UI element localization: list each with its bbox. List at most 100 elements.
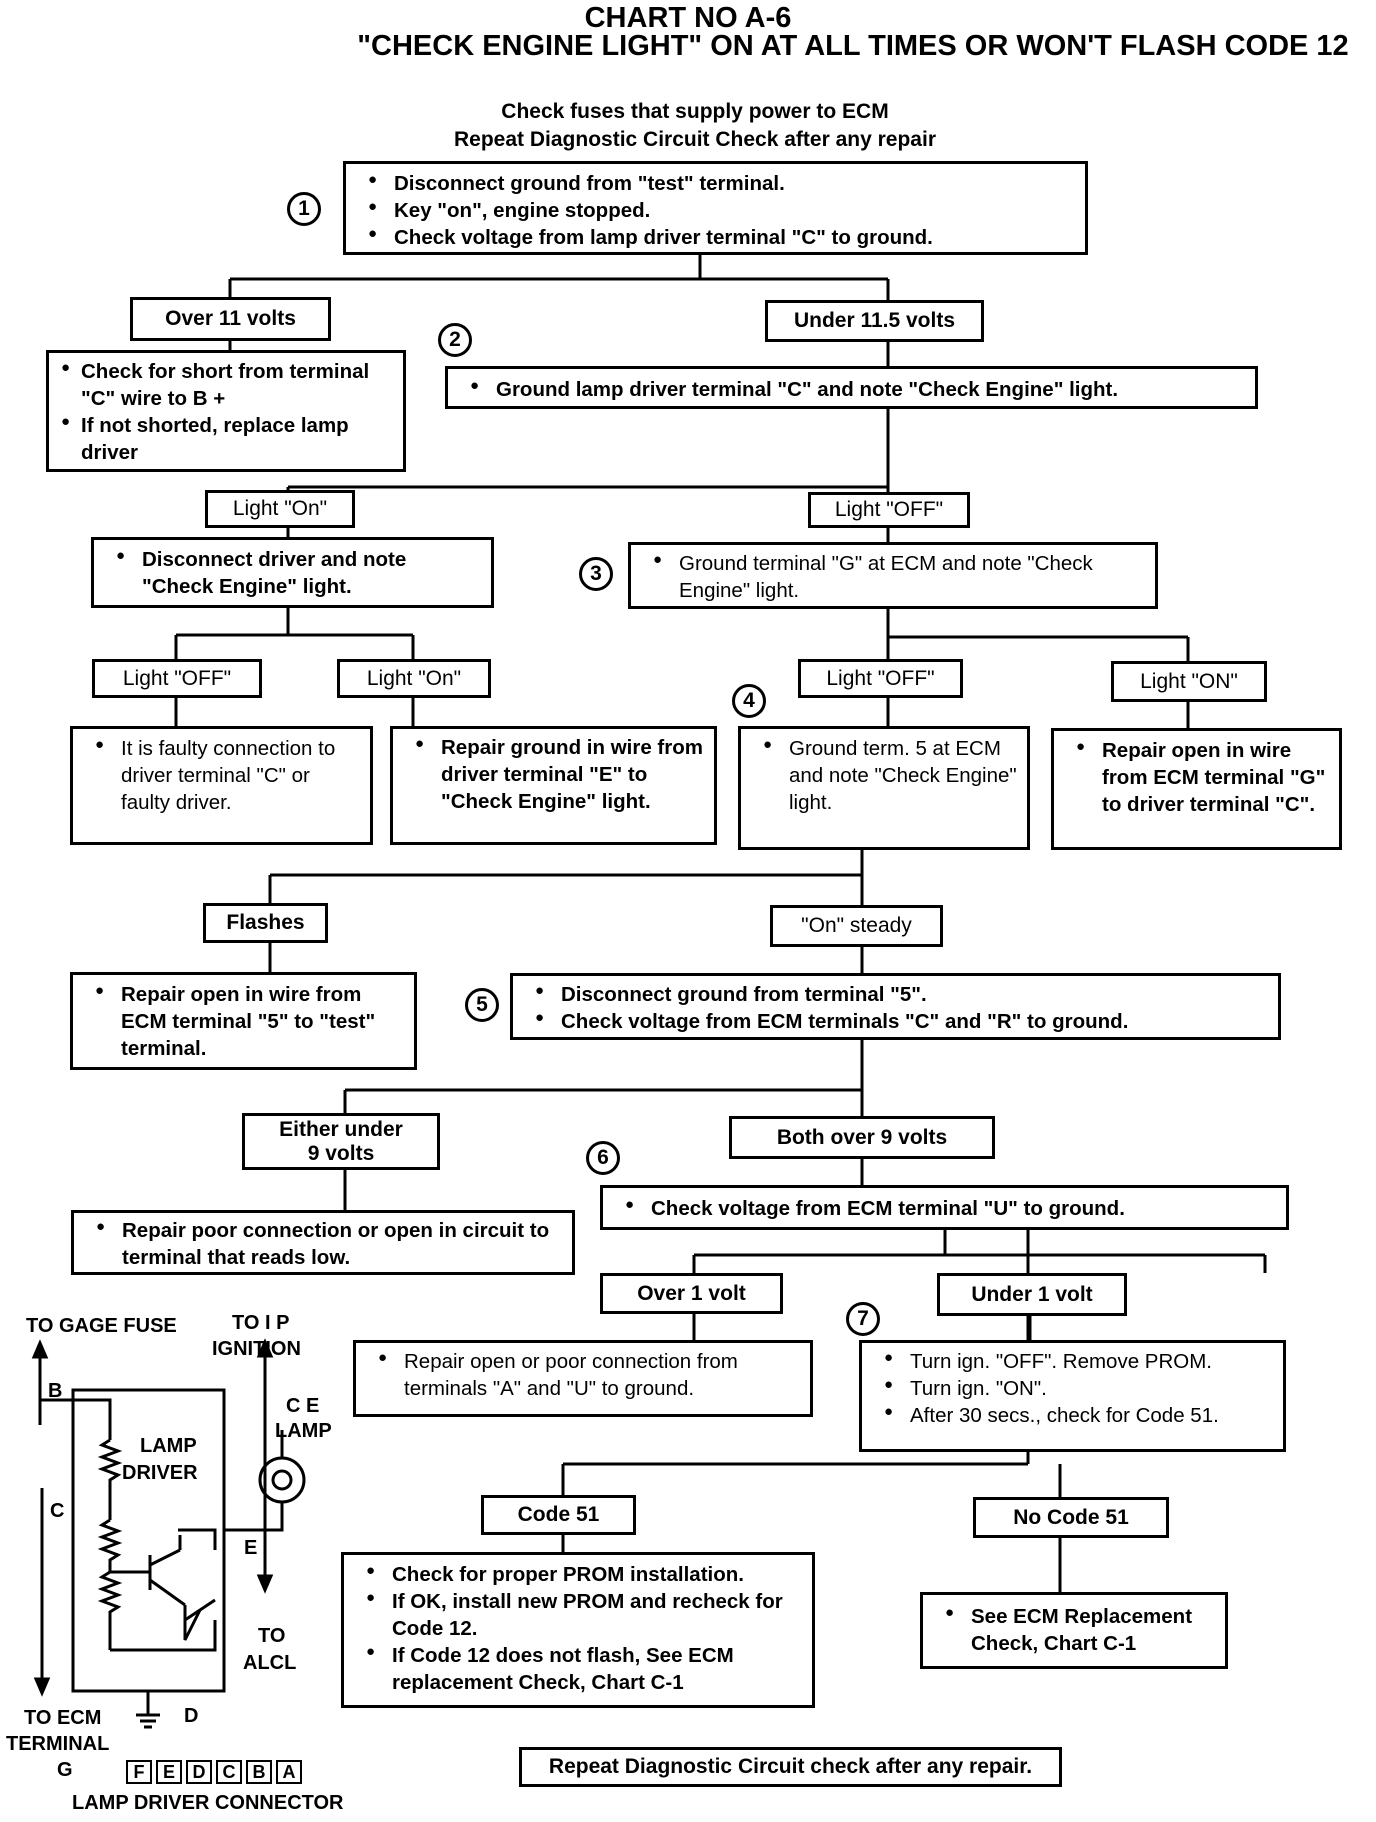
step-4-box: Ground term. 5 at ECM and note "Check En… <box>738 726 1030 850</box>
step-7-item: After 30 secs., check for Code 51. <box>872 1402 1273 1429</box>
step-6-item: Check voltage from ECM terminal "U" to g… <box>613 1195 1276 1222</box>
light-off-label: Light "OFF" <box>808 492 970 528</box>
repair-poor-item: Repair poor connection or open in circui… <box>84 1217 562 1271</box>
no-code-51-action-item: See ECM Replacement Check, Chart C-1 <box>933 1603 1215 1657</box>
step-1-item: Check voltage from lamp driver terminal … <box>356 224 1075 251</box>
either-under-9-volts-text: 9 volts <box>307 1141 375 1165</box>
light-on-label: Light "ON" <box>1111 661 1267 702</box>
up-arrow-icon <box>256 1338 274 1358</box>
terminal-b-label: B <box>48 1380 63 1402</box>
repair-open-5-item: Repair open in wire from ECM terminal "5… <box>83 981 404 1062</box>
up-arrow-icon <box>31 1339 49 1359</box>
step-5-item: Check voltage from ECM terminals "C" and… <box>523 1008 1268 1035</box>
either-under-9-volts-text: Either under <box>279 1117 403 1141</box>
chart-title: "CHECK ENGINE LIGHT" ON AT ALL TIMES OR … <box>357 30 1349 62</box>
to-ecm-terminal-label: TO ECM <box>24 1707 102 1729</box>
disconnect-driver-box: Disconnect driver and note "Check Engine… <box>91 537 494 608</box>
light-on-label: Light "On" <box>205 490 355 528</box>
to-gage-fuse-label: TO GAGE FUSE <box>26 1315 177 1337</box>
ce-lamp-icon <box>271 1469 293 1491</box>
step-3-box: Ground terminal "G" at ECM and note "Che… <box>628 542 1158 609</box>
to-ip-label: TO I P <box>232 1312 290 1334</box>
resistor-3-icon <box>97 1570 123 1650</box>
step-3-marker: 3 <box>579 557 613 591</box>
step-7-marker: 7 <box>846 1302 880 1336</box>
lamp-driver-connector-label: LAMP DRIVER CONNECTOR <box>72 1792 344 1814</box>
short-check-item: If not shorted, replace lamp driver <box>59 412 393 466</box>
transistor-2-icon <box>183 1598 216 1641</box>
step-5-marker: 5 <box>465 988 499 1022</box>
code-51-label: Code 51 <box>481 1495 636 1535</box>
step-7-box: Turn ign. "OFF". Remove PROM. Turn ign. … <box>859 1340 1286 1452</box>
ignition-label: IGNITION <box>212 1338 301 1360</box>
ce-lamp-label: C E <box>286 1395 320 1417</box>
code-51-action-box: Check for proper PROM installation. If O… <box>341 1552 815 1708</box>
light-off-label: Light "OFF" <box>798 659 963 698</box>
terminal-e-label: E <box>244 1537 258 1559</box>
transistor-1-icon <box>148 1548 186 1607</box>
down-arrow-icon <box>256 1574 274 1594</box>
step-7-item: Turn ign. "OFF". Remove PROM. <box>872 1348 1273 1375</box>
step-4-item: Ground term. 5 at ECM and note "Check En… <box>751 735 1017 816</box>
step-1-item: Disconnect ground from "test" terminal. <box>356 170 1075 197</box>
code-51-action-item: Check for proper PROM installation. <box>354 1561 802 1588</box>
ce-lamp-label: LAMP <box>275 1420 332 1442</box>
step-6-marker: 6 <box>586 1141 620 1175</box>
under-11-5-volts-label: Under 11.5 volts <box>765 300 984 342</box>
connector-pin: A <box>276 1760 302 1784</box>
short-check-box: Check for short from terminal "C" wire t… <box>46 350 406 472</box>
faulty-connection-item: It is faulty connection to driver termin… <box>83 735 360 816</box>
lamp-driver-label: DRIVER <box>122 1462 198 1484</box>
ce-lamp-icon <box>258 1456 306 1504</box>
repair-ground-box: Repair ground in wire from driver termin… <box>390 726 717 845</box>
step-4-marker: 4 <box>732 684 766 718</box>
code-51-action-item: If OK, install new PROM and recheck for … <box>354 1588 802 1642</box>
code-51-action-item: If Code 12 does not flash, See ECM repla… <box>354 1642 802 1696</box>
to-alcl-label: ALCL <box>243 1652 297 1674</box>
header-repeat-check: Repeat Diagnostic Circuit Check after an… <box>454 128 936 151</box>
footer-repeat-note: Repeat Diagnostic Circuit check after an… <box>519 1747 1062 1787</box>
emitter-wire <box>110 1620 217 1652</box>
resistor-1-icon <box>97 1438 123 1520</box>
short-check-item: Check for short from terminal "C" wire t… <box>59 358 393 412</box>
under-1-volt-label: Under 1 volt <box>937 1273 1127 1316</box>
repair-poor-box: Repair poor connection or open in circui… <box>71 1210 575 1275</box>
step-2-item: Ground lamp driver terminal "C" and note… <box>458 376 1245 403</box>
ground-symbol-icon <box>136 1691 160 1729</box>
either-under-9-volts-label: Either under 9 volts <box>242 1113 440 1170</box>
repair-open-au-box: Repair open or poor connection from term… <box>353 1340 813 1417</box>
step-5-box: Disconnect ground from terminal "5". Che… <box>510 973 1281 1040</box>
chart-number: CHART NO A-6 <box>584 2 792 34</box>
step-1-marker: 1 <box>287 192 321 226</box>
repair-open-g-box: Repair open in wire from ECM terminal "G… <box>1051 728 1342 850</box>
step-6-box: Check voltage from ECM terminal "U" to g… <box>600 1185 1289 1230</box>
no-code-51-action-box: See ECM Replacement Check, Chart C-1 <box>920 1592 1228 1669</box>
terminal-c-label: C <box>50 1500 65 1522</box>
repair-open-5-box: Repair open in wire from ECM terminal "5… <box>70 972 417 1070</box>
connector-pin: B <box>246 1760 272 1784</box>
connector-pin: F <box>126 1760 152 1784</box>
header-check-fuses: Check fuses that supply power to ECM <box>501 100 889 123</box>
to-ecm-terminal-label: G <box>57 1759 73 1781</box>
step-1-item: Key "on", engine stopped. <box>356 197 1075 224</box>
repair-open-au-item: Repair open or poor connection from term… <box>366 1348 800 1402</box>
no-code-51-label: No Code 51 <box>973 1497 1169 1538</box>
on-steady-label: "On" steady <box>770 905 943 947</box>
disconnect-driver-item: Disconnect driver and note "Check Engine… <box>104 546 481 600</box>
flashes-label: Flashes <box>203 903 328 943</box>
to-alcl-label: TO <box>258 1625 286 1647</box>
repair-ground-item: Repair ground in wire from driver termin… <box>403 734 704 815</box>
b-wire <box>40 1398 112 1440</box>
step-2-marker: 2 <box>438 323 472 357</box>
to-ecm-terminal-label: TERMINAL <box>6 1733 110 1755</box>
over-11-volts-label: Over 11 volts <box>130 297 331 341</box>
connector-pin: E <box>156 1760 182 1784</box>
step-3-item: Ground terminal "G" at ECM and note "Che… <box>641 550 1145 604</box>
repair-open-g-item: Repair open in wire from ECM terminal "G… <box>1064 737 1329 818</box>
both-over-9-volts-label: Both over 9 volts <box>729 1116 995 1159</box>
down-arrow-icon <box>33 1677 51 1697</box>
connector-pin: C <box>216 1760 242 1784</box>
terminal-d-label: D <box>184 1705 199 1727</box>
